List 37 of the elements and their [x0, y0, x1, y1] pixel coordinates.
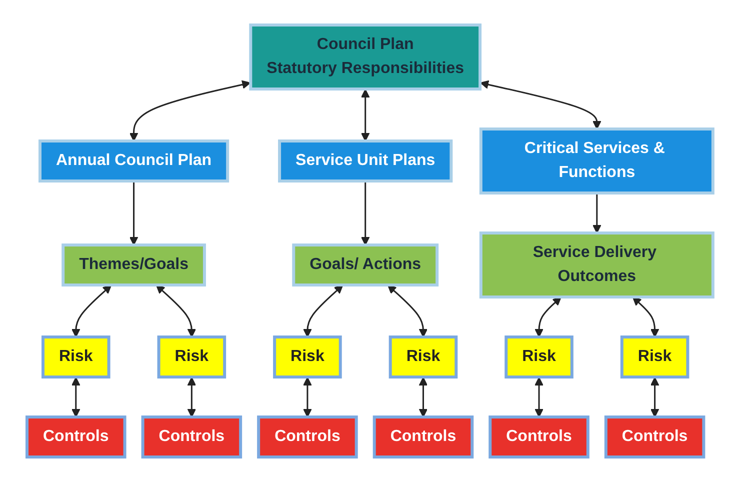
node-box: Controls [604, 416, 706, 458]
arrow [187, 377, 196, 418]
node-box: Controls [372, 416, 474, 458]
node-box: Service Delivery Outcomes [479, 232, 714, 298]
arrow [480, 80, 602, 130]
arrow [361, 181, 370, 246]
node-box: Controls [257, 416, 358, 458]
arrow [632, 296, 660, 338]
node-box: Council Plan Statutory Responsibilities [249, 24, 482, 90]
node-box: Risk [42, 336, 110, 378]
arrow [72, 377, 80, 418]
node-box: Controls [26, 416, 126, 458]
node-box: Risk [157, 336, 226, 378]
node-box: Annual Council Plan [38, 140, 230, 182]
arrow [650, 377, 660, 418]
arrow [418, 377, 428, 418]
node-box: Controls [488, 416, 590, 458]
arrow [129, 181, 138, 246]
node-box: Risk [504, 336, 574, 378]
arrow [534, 296, 562, 338]
arrow [156, 284, 196, 338]
node-box: Themes/Goals [62, 244, 206, 286]
arrow [388, 284, 428, 338]
arrow [361, 89, 370, 142]
arrow [129, 80, 251, 142]
arrow [534, 377, 544, 418]
node-box: Risk [620, 336, 690, 378]
arrow [592, 193, 602, 234]
node-box: Risk [273, 336, 342, 378]
node-box: Critical Services & Functions [479, 128, 714, 194]
arrow [303, 377, 312, 418]
arrow [303, 284, 344, 338]
arrow [72, 284, 112, 338]
node-box: Goals/ Actions [292, 244, 439, 286]
node-box: Risk [388, 336, 458, 378]
node-box: Controls [141, 416, 242, 458]
node-box: Service Unit Plans [278, 140, 453, 182]
